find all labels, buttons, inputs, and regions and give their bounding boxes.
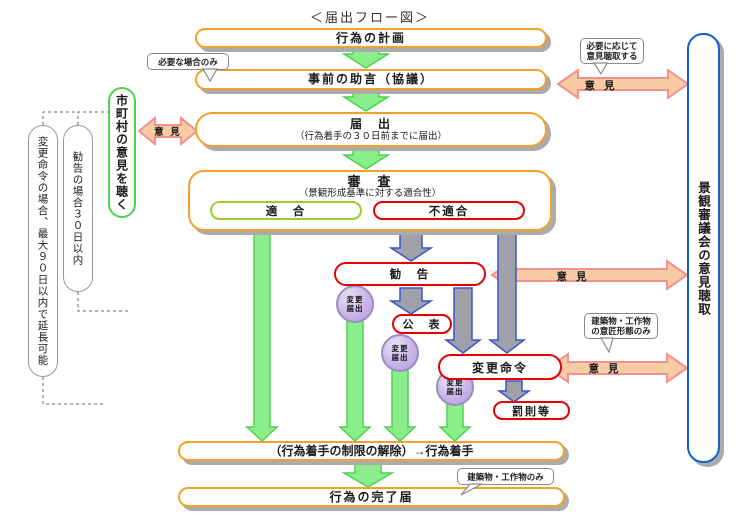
box-notification-sub: （行為着手の３０日前までに届出）	[294, 130, 447, 142]
callout-hearing-line2: 意見聴取する	[586, 51, 638, 61]
box-notification-title: 届 出	[349, 116, 392, 131]
oval-pass: 適 合	[210, 201, 362, 220]
change-line2: 届出	[346, 304, 364, 313]
box-prior-advice-label: 事前の助言（協議）	[307, 72, 434, 86]
callout-only-when-needed-text: 必要な場合のみ	[158, 56, 218, 67]
box-action-plan-label: 行為の計画	[335, 30, 406, 45]
dashed-connector-recommendation-bottom	[77, 292, 130, 312]
callout-hearing-line1: 必要に応じて	[586, 41, 638, 51]
change-line1: 変更	[391, 344, 409, 353]
municipality-opinion-capsule: 市町村の意見を聴く	[108, 87, 136, 218]
oval-penalty: 罰則等	[493, 401, 570, 420]
callout-only-when-needed: 必要な場合のみ	[147, 53, 229, 70]
note-recommendation-period: 勧告の場合３０日以内	[63, 125, 93, 292]
arrow-changeorder-to-penalty	[496, 380, 532, 403]
box-notification: 届 出 （行為着手の３０日前までに届出）	[195, 112, 547, 147]
dashed-connector-changeorder-bottom	[42, 377, 104, 405]
oval-penalty-label: 罰則等	[512, 405, 551, 418]
box-prior-advice: 事前の助言（協議）	[195, 69, 547, 90]
oval-recommendation-label: 勧 告	[389, 269, 431, 281]
oval-fail: 不適合	[373, 201, 525, 220]
change-notification-badge-1: 変更 届出	[336, 285, 374, 323]
municipality-opinion-text: 市町村の意見を聴く	[114, 94, 129, 211]
box-action-plan: 行為の計画	[195, 28, 547, 48]
oval-recommendation: 勧 告	[334, 262, 486, 286]
oval-fail-label: 不適合	[428, 205, 470, 218]
oval-change-order-label: 変更命令	[471, 360, 528, 375]
oval-pass-label: 適 合	[265, 205, 307, 218]
arrow-recommendation-to-publication	[388, 287, 434, 315]
note-recommendation-period-text: 勧告の場合３０日以内	[71, 151, 84, 266]
callout-tail-hearing	[592, 62, 609, 76]
diagram-title: ＜届出フロー図＞	[309, 10, 430, 25]
callout-design-only: 建築物・工作物 の意匠形態のみ	[584, 313, 658, 339]
box-review-title: 審 査	[347, 174, 393, 189]
oval-publication: 公 表	[392, 314, 452, 334]
box-completion-label: 行為の完了届	[329, 489, 414, 504]
note-change-order-period-text: 変更命令の場合、最大９０日以内で延長可能	[36, 136, 49, 366]
dashed-connector-changeorder-top	[42, 111, 78, 125]
opinion-label-advice: 意 見	[584, 80, 618, 92]
box-completion: 行為の完了届	[178, 487, 565, 507]
opinion-label-municipality: 意 見	[154, 127, 182, 138]
change-line2: 届出	[446, 387, 464, 396]
opinion-label-recommendation: 意 見	[556, 271, 590, 283]
arrow-advice-to-notification	[341, 89, 391, 112]
oval-publication-label: 公 表	[402, 319, 442, 331]
arrow-pass-to-release	[245, 223, 279, 443]
council-hearing-bar: 景観審議会の意見聴取	[687, 33, 720, 463]
callout-design-line1: 建築物・工作物	[591, 316, 651, 326]
box-release-label: （行為着手の制限の解除）→行為着手	[269, 443, 474, 458]
arrow-notification-to-review	[341, 146, 391, 170]
change-notification-badge-2: 変更 届出	[381, 334, 419, 372]
opinion-label-changeorder: 意 見	[588, 363, 622, 375]
note-change-order-period: 変更命令の場合、最大９０日以内で延長可能	[28, 125, 58, 377]
box-release: （行為着手の制限の解除）→行為着手	[178, 441, 565, 461]
callout-hearing-as-needed: 必要に応じて 意見聴取する	[580, 38, 644, 64]
oval-change-order: 変更命令	[438, 354, 562, 380]
change-line1: 変更	[346, 295, 364, 304]
arrow-fail-to-recommendation	[388, 233, 434, 262]
arrow-release-to-completion	[341, 461, 395, 488]
callout-buildings-only-text: 建築物・工作物のみ	[467, 471, 544, 482]
council-hearing-text: 景観審議会の意見聴取	[696, 180, 710, 316]
arrow-fail-to-changeorder	[487, 233, 527, 354]
change-line2: 届出	[391, 353, 409, 362]
change-line1: 変更	[446, 378, 464, 387]
callout-buildings-only: 建築物・工作物のみ	[457, 468, 554, 485]
arrow-plan-to-advice	[341, 46, 391, 69]
callout-design-line2: の意匠形態のみ	[591, 326, 651, 336]
callout-tail-design	[599, 337, 614, 354]
box-review-sub: （景観形成基準に対する適合性）	[298, 188, 442, 199]
